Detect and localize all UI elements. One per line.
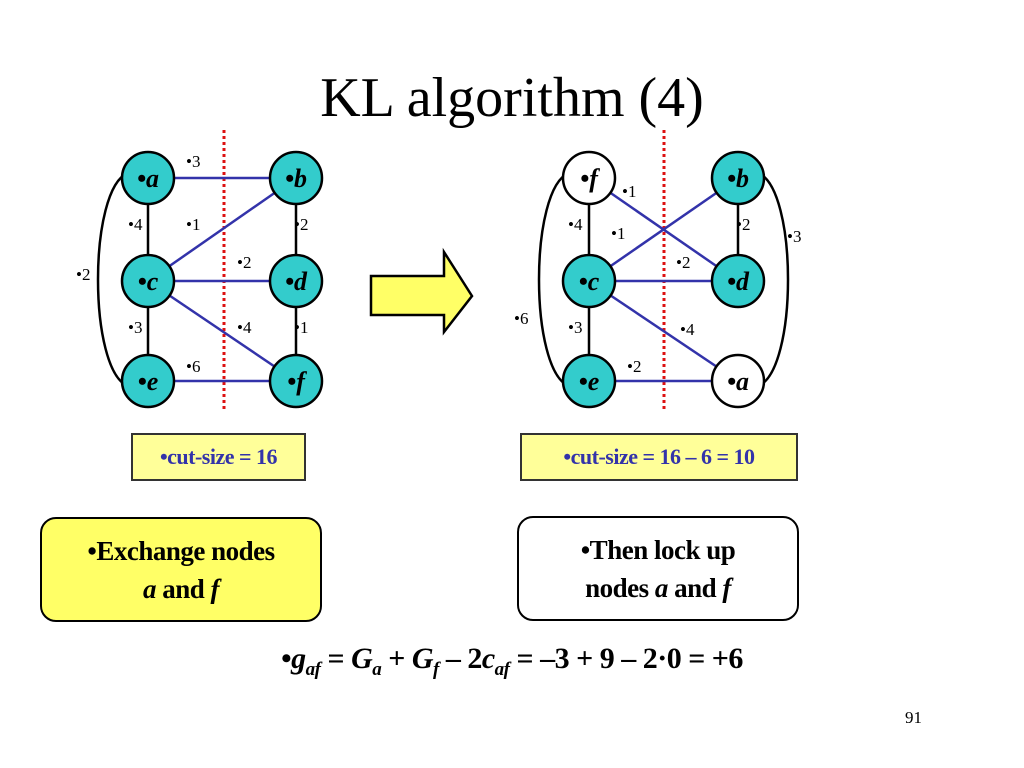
formula-bullet: • [281, 642, 292, 675]
edge-c-f [147, 279, 297, 383]
lock-note-line2: nodes a and f [585, 569, 731, 607]
node-f-ref: f [210, 573, 220, 604]
node-a: •a [120, 150, 176, 206]
formula-plus: + [381, 642, 412, 675]
page-number: 91 [905, 708, 922, 727]
lock-note-line1: •Then lock up [580, 534, 736, 565]
and-text: and [155, 573, 211, 604]
edge-weight-label: •4 [128, 215, 143, 234]
edge-weight-label: •2 [237, 253, 251, 272]
edge-weight-label: •2 [676, 253, 690, 272]
edge-c-a [588, 279, 739, 383]
left-graph: •3 •4 •1 •2 •2 •2 •3 •4 •1 •6 •a •b •c •d •e •f [76, 130, 324, 412]
formula-minus-2: – 2 [438, 642, 483, 675]
gain-formula: •gaf = Ga + Gf – 2caf = –3 + 9 – 2·0 = +… [0, 642, 1024, 681]
formula-result: = –3 + 9 – 2·0 = +6 [509, 642, 744, 675]
edge-weight-label: •6 [186, 357, 200, 376]
edge-a-e [96, 171, 129, 388]
node-a-ref: a [654, 572, 669, 603]
edge-weight-label: •1 [186, 215, 200, 234]
formula-Gf-sub: f [433, 659, 439, 680]
formula-g: g [291, 642, 306, 675]
edge-weight-label: •3 [787, 227, 801, 246]
node-label: •b [727, 164, 749, 193]
edge-weight-label: •2 [627, 357, 641, 376]
edge-weight-label: •1 [622, 182, 636, 201]
node-circle [710, 150, 766, 206]
node-f: •f [268, 353, 324, 409]
right-arrow-icon [369, 247, 474, 336]
node-circle [268, 353, 324, 409]
node-circle [120, 150, 176, 206]
edge-weight-label: •3 [568, 318, 582, 337]
formula-c: c [481, 642, 495, 675]
node-circle [268, 253, 324, 309]
node-f: •f [561, 150, 617, 206]
node-b: •b [268, 150, 324, 206]
exchange-note-box: •Exchange nodes a and f [40, 517, 322, 622]
formula-c-sub: af [494, 659, 510, 680]
node-d: •d [710, 253, 766, 309]
node-label: •f [580, 164, 600, 193]
node-label: •a [137, 164, 159, 193]
formula-eq: = [320, 642, 352, 675]
node-circle [120, 353, 176, 409]
node-circle [710, 353, 766, 409]
edge-weight-label: •3 [186, 152, 200, 171]
edge-weight-label: •4 [568, 215, 583, 234]
node-circle [561, 150, 617, 206]
node-a: •a [710, 353, 766, 409]
edge-weight-label: •2 [736, 215, 750, 234]
node-label: •e [138, 367, 159, 396]
node-c: •c [561, 253, 617, 309]
right-cut-size-box: •cut-size = 16 – 6 = 10 [520, 433, 798, 481]
and-text: and [667, 572, 723, 603]
node-circle [561, 353, 617, 409]
formula-Gf: G [411, 642, 434, 675]
edge-b-a [757, 171, 790, 388]
edge-weight-label: •1 [294, 318, 308, 337]
left-cut-size-text: •cut-size = 16 [159, 444, 278, 469]
node-circle [710, 253, 766, 309]
node-label: •d [285, 267, 308, 296]
node-label: •c [579, 267, 600, 296]
edge-c-b [147, 176, 297, 283]
node-label: •f [287, 367, 307, 396]
node-c: •c [120, 253, 176, 309]
edge-weight-label: •3 [128, 318, 142, 337]
formula-g-sub: af [305, 659, 321, 680]
right-cut-size-text: •cut-size = 16 – 6 = 10 [563, 444, 755, 469]
node-label: •e [579, 367, 600, 396]
node-label: •c [138, 267, 159, 296]
node-label: •b [285, 164, 307, 193]
node-d: •d [268, 253, 324, 309]
edge-c-b [588, 176, 739, 283]
node-f-ref: f [722, 572, 731, 603]
slide-title: KL algorithm (4) [320, 67, 704, 129]
node-a-ref: a [142, 573, 157, 604]
exchange-note-line2: a and f [142, 570, 220, 608]
exchange-note-line1: •Exchange nodes [87, 535, 275, 566]
edge-weight-label: •2 [76, 265, 90, 284]
node-circle [120, 253, 176, 309]
node-b: •b [710, 150, 766, 206]
edge-f-e [537, 171, 570, 388]
edge-weight-label: •1 [611, 224, 625, 243]
edge-weight-label: •2 [294, 215, 308, 234]
right-graph: •1 •4 •1 •2 •3 •6 •2 •3 •4 •2 •f •b •c •d •e •a [514, 130, 801, 412]
node-e: •e [120, 353, 176, 409]
node-label: •d [727, 267, 750, 296]
formula-Ga-sub: a [372, 659, 382, 680]
left-cut-size-box: •cut-size = 16 [131, 433, 306, 481]
edge-weight-label: •4 [237, 318, 252, 337]
node-circle [561, 253, 617, 309]
formula-Ga: G [351, 642, 373, 675]
lock-note-box: •Then lock up nodes a and f [517, 516, 799, 621]
node-e: •e [561, 353, 617, 409]
edge-weight-label: •4 [680, 320, 695, 339]
node-label: •a [727, 367, 749, 396]
nodes-text: nodes [585, 572, 655, 603]
node-circle [268, 150, 324, 206]
edge-weight-label: •6 [514, 309, 528, 328]
